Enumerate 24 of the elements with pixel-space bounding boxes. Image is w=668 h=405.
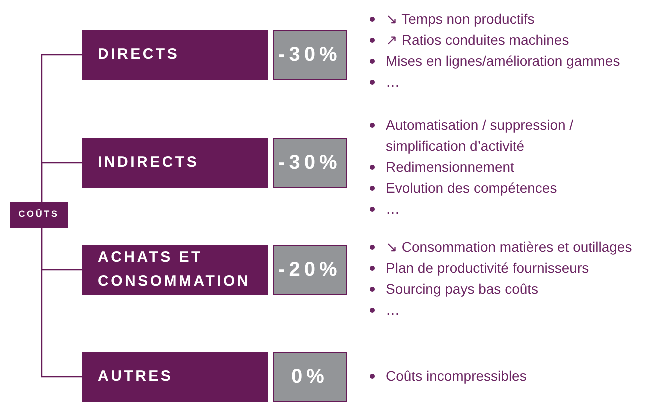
percentage-box: -20%: [273, 245, 347, 295]
percentage-box: -30%: [273, 30, 347, 80]
bullet-text: Mises en lignes/amélioration gammes: [386, 52, 620, 71]
bullet-text: Plan de productivité fournisseurs: [386, 259, 590, 278]
bullet-text: ↗ Ratios conduites machines: [386, 31, 570, 50]
bullet-text: …: [386, 73, 400, 92]
percentage-box: 0%: [273, 352, 347, 402]
bullet-text: ↘ Consommation matières et outillages: [386, 238, 632, 257]
category-box: AUTRES: [82, 352, 268, 402]
connector-line: [41, 228, 82, 378]
category-box: ACHATS ET CONSOMMATION: [82, 245, 268, 295]
bullet-text: Coûts incompressibles: [386, 367, 527, 386]
bullet-text: Automatisation / suppression / simplification d’activité: [386, 116, 575, 156]
bullet-text: …: [386, 200, 400, 219]
bullet-text: ↘ Temps non productifs: [386, 10, 535, 29]
bullet-text: Sourcing pays bas coûts: [386, 280, 539, 299]
bullet-text: Redimensionnement: [386, 158, 514, 177]
bullet-text: Evolution des compétences: [386, 179, 558, 198]
category-box: INDIRECTS: [82, 138, 268, 188]
category-box: DIRECTS: [82, 30, 268, 80]
root-box: COÛTS: [10, 202, 68, 228]
connector-line: [41, 162, 82, 202]
bullet-text: …: [386, 301, 400, 320]
percentage-box: -30%: [273, 138, 347, 188]
